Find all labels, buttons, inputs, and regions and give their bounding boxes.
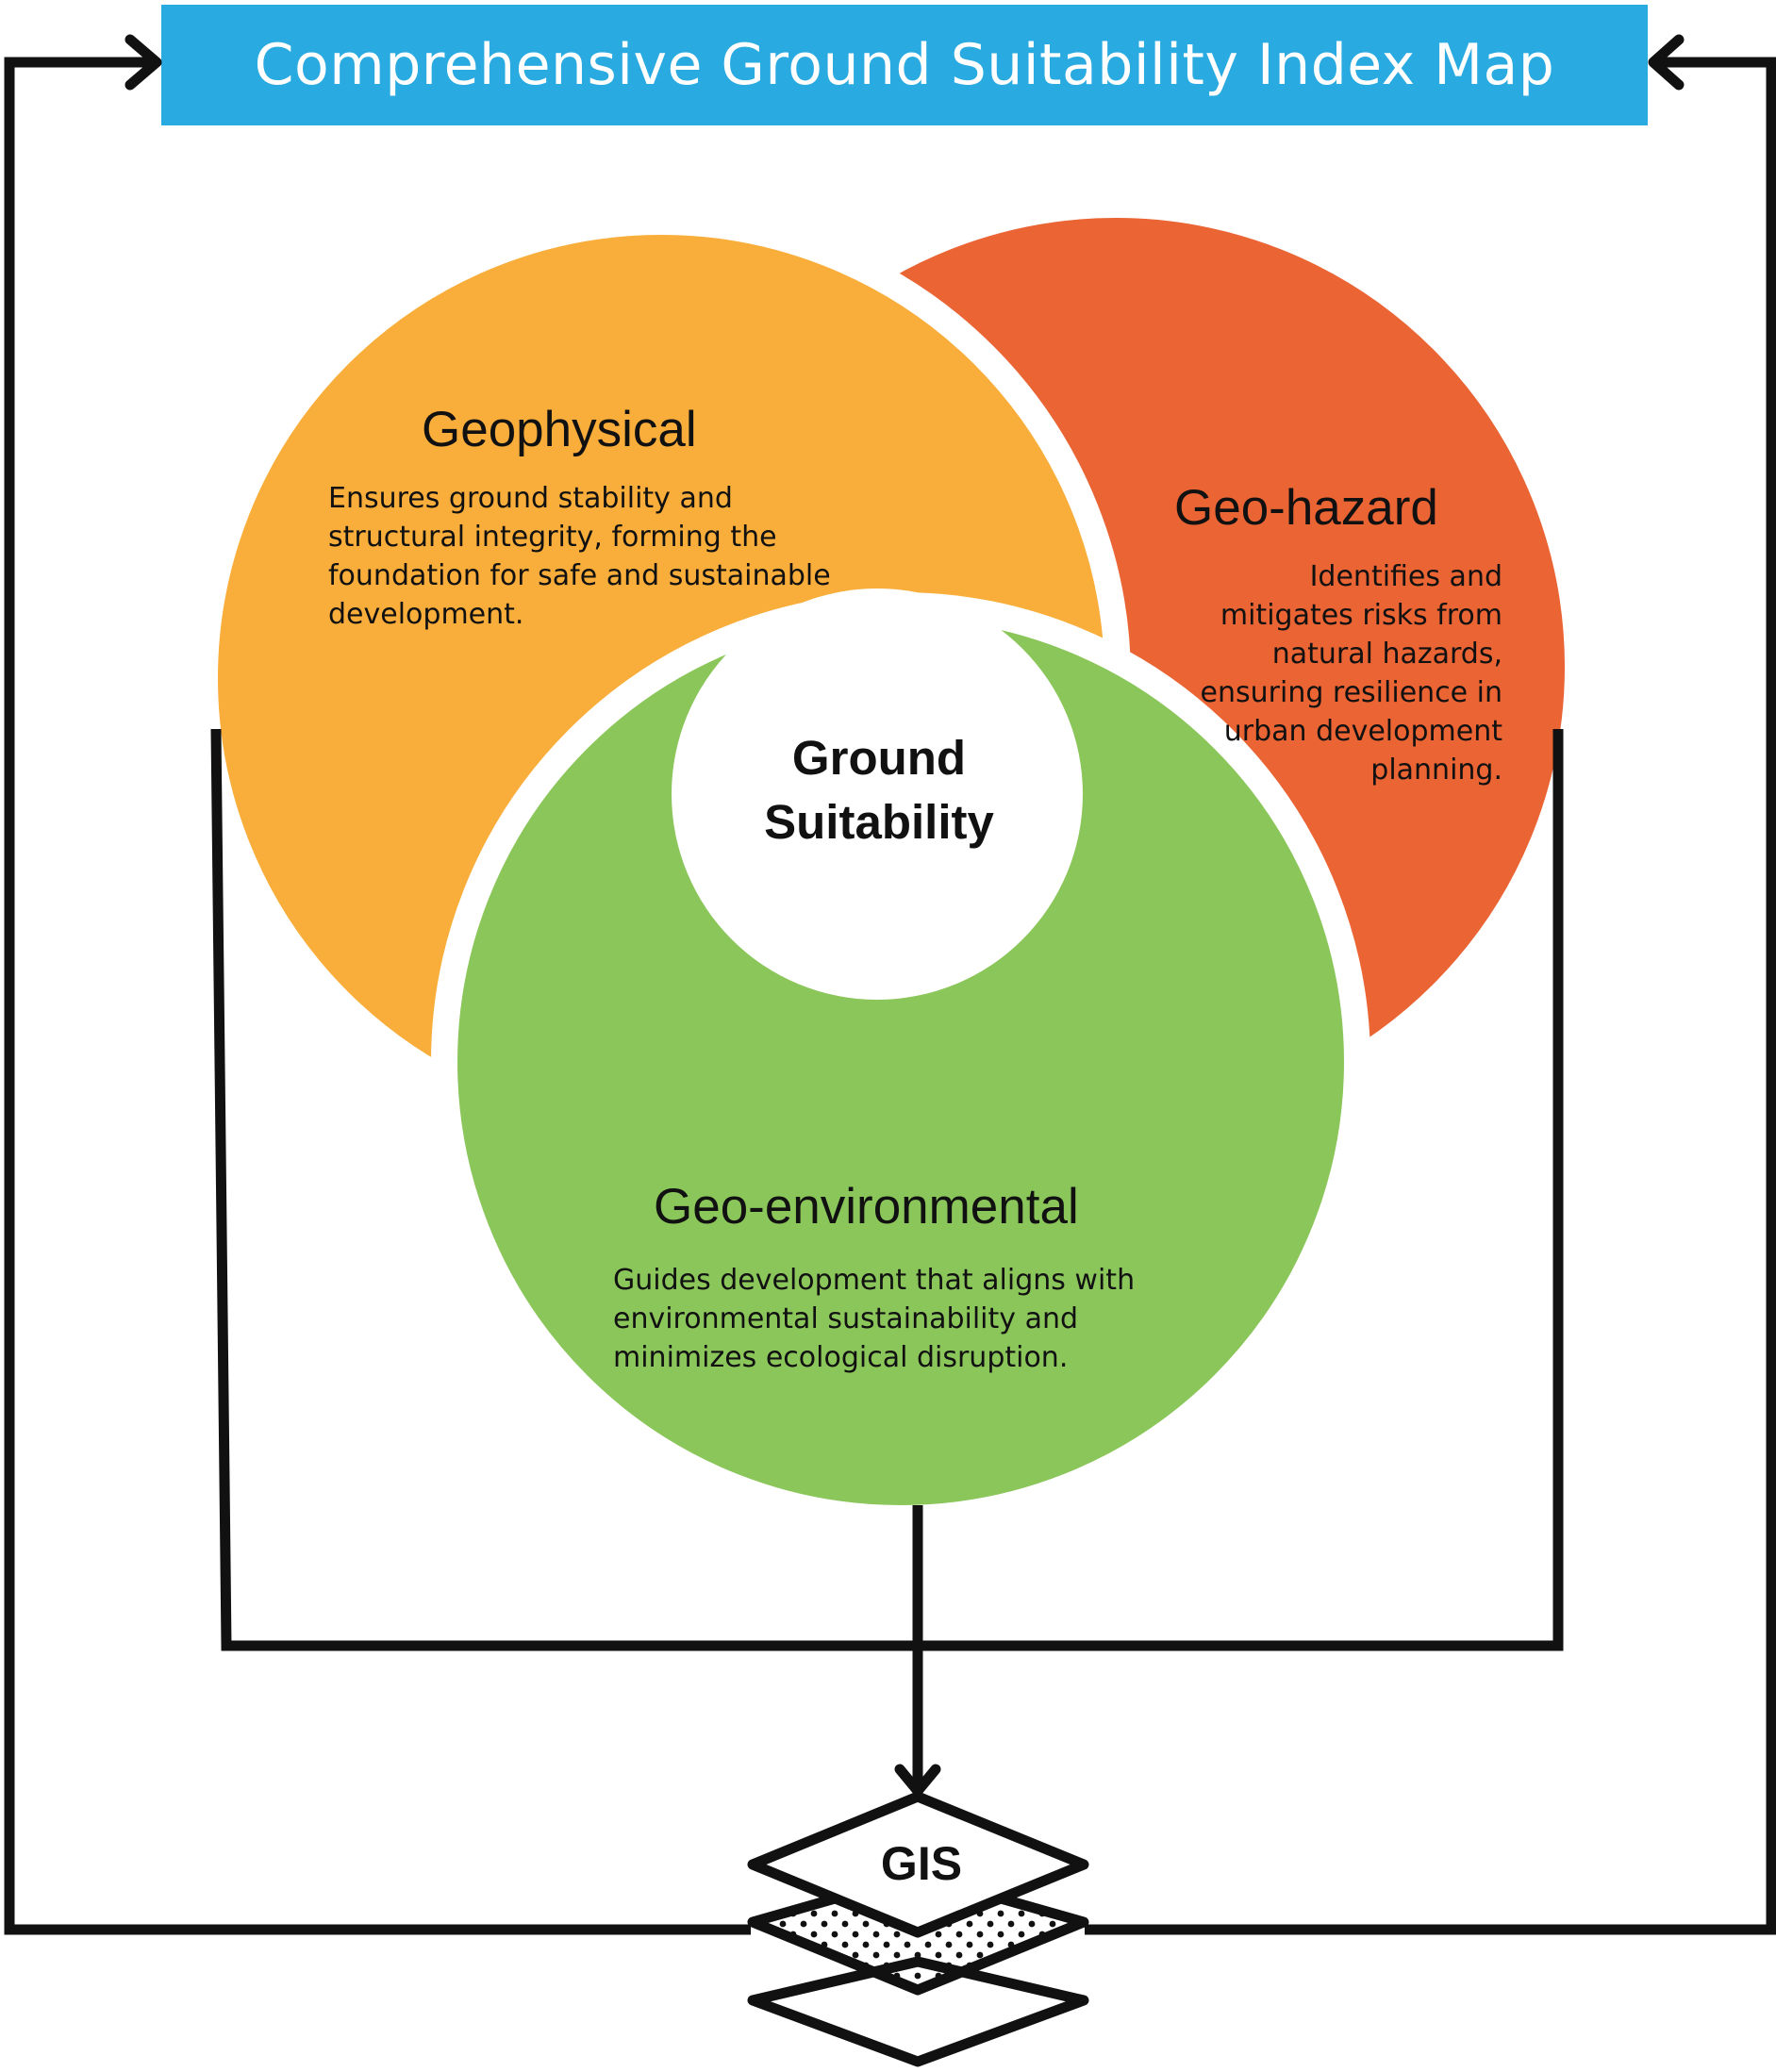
geophysical-line: structural integrity, forming the: [328, 521, 777, 554]
geophysical-line: foundation for safe and sustainable: [328, 559, 831, 592]
geoenvironmental-line: minimizes ecological disruption.: [613, 1341, 1069, 1374]
geophysical-description: Ensures ground stability and structural …: [328, 479, 831, 634]
title-bar-background: [161, 5, 1648, 125]
map-title: Comprehensive Ground Suitability Index M…: [254, 32, 1555, 98]
center-label-line: Ground: [791, 731, 967, 785]
gis-layer-bottom: [747, 1956, 1089, 2067]
right-feedback-connector: [1085, 57, 1776, 1935]
right-bracket-connector: [918, 729, 1564, 1651]
geohazard-description: Identifies and mitigates risks from natu…: [1201, 557, 1502, 789]
geoenvironmental-line: Guides development that aligns with: [613, 1264, 1136, 1297]
center-hole: [672, 588, 1083, 1000]
geophysical-line: development.: [328, 598, 524, 631]
geohazard-line: planning.: [1370, 754, 1502, 787]
right-arrowhead: [1648, 34, 1685, 91]
left-arrowhead: [124, 34, 162, 91]
geohazard-line: urban development: [1223, 715, 1502, 748]
geohazard-heading: Geo-hazard: [1174, 480, 1438, 536]
geophysical-heading: Geophysical: [422, 402, 697, 457]
gis-layer-top: [747, 1791, 1089, 1938]
geoenvironmental-heading: Geo-environmental: [654, 1179, 1079, 1235]
center-label-line: Suitability: [764, 795, 994, 849]
center-label: Ground Suitability: [726, 726, 1032, 854]
geohazard-line: natural hazards,: [1271, 638, 1502, 671]
gis-arrowhead: [894, 1764, 941, 1797]
gis-label: GIS: [880, 1837, 963, 1890]
geohazard-line: mitigates risks from: [1220, 599, 1502, 632]
left-bracket-connector: [210, 728, 918, 1651]
geohazard-line: ensuring resilience in: [1200, 676, 1502, 709]
geohazard-line: Identifies and: [1309, 560, 1502, 593]
geophysical-line: Ensures ground stability and: [328, 482, 733, 515]
geoenvironmental-description: Guides development that aligns with envi…: [613, 1261, 1135, 1377]
geoenvironmental-line: environmental sustainability and: [613, 1302, 1079, 1335]
left-feedback-connector: [4, 57, 751, 1935]
